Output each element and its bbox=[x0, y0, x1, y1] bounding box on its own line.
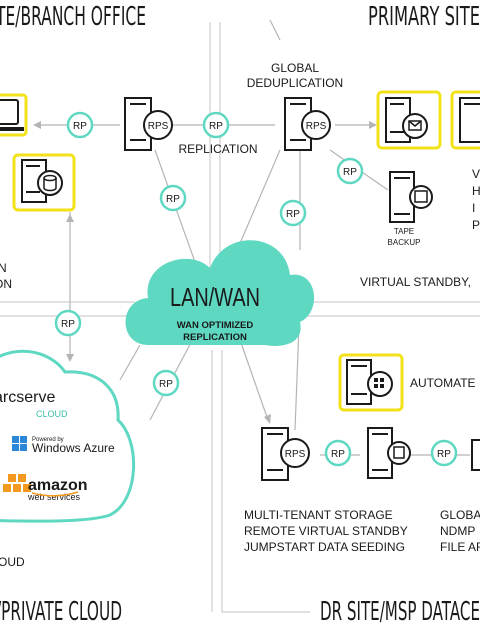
svg-text:RP: RP bbox=[61, 319, 75, 330]
aws-label: web services bbox=[27, 492, 81, 502]
windows-azure-label: Windows Azure bbox=[32, 441, 115, 455]
windows-azure-logo bbox=[12, 436, 27, 451]
lan-wan-title: LAN/WAN bbox=[170, 282, 260, 312]
private-cloud bbox=[0, 349, 135, 523]
global-dedup-label-2: DEDUPLICATION bbox=[247, 76, 343, 90]
database-server-icon bbox=[12, 153, 76, 212]
rps-label-branch: RPS bbox=[148, 121, 169, 132]
branch-side-label-2: ON bbox=[0, 277, 12, 291]
automate-server-icon bbox=[338, 353, 404, 412]
wan-optimized-label: WAN OPTIMIZED bbox=[177, 320, 254, 331]
tape-label-1: TAPE bbox=[394, 227, 414, 236]
azure-powered-by: Powered by bbox=[32, 437, 64, 443]
tape-label-2: BACKUP bbox=[388, 238, 421, 247]
cloud-bottom-label: OUD bbox=[0, 555, 25, 569]
rp-badge-replication: RP bbox=[202, 111, 230, 139]
arrowheads bbox=[33, 121, 377, 424]
arcserve-cloud-label: CLOUD bbox=[36, 409, 68, 419]
branch-side-label-1: N bbox=[0, 261, 7, 275]
svg-text:RP: RP bbox=[166, 194, 180, 205]
amazon-smile bbox=[31, 491, 79, 497]
amazon-logo: amazon bbox=[28, 477, 88, 494]
connector-lines bbox=[35, 19, 470, 456]
mail-server-icon bbox=[376, 90, 442, 150]
laptop-icon bbox=[0, 93, 28, 137]
dr-feature-2: REMOTE VIRTUAL STANDBY bbox=[244, 524, 408, 538]
virtual-standby-label: VIRTUAL STANDBY, bbox=[360, 275, 471, 289]
rps-server-primary: RPS bbox=[284, 97, 331, 151]
region-title-private-cloud: /PRIVATE CLOUD bbox=[0, 597, 122, 627]
replication-label: REPLICATION bbox=[178, 142, 257, 156]
svg-text:RP: RP bbox=[343, 167, 357, 178]
primary-side-letter-1: V bbox=[472, 167, 480, 181]
dr-feature-1: MULTI-TENANT STORAGE bbox=[244, 508, 393, 522]
aws-cubes-icon bbox=[3, 474, 31, 492]
svg-text:RP: RP bbox=[437, 449, 451, 460]
rp-badge-primary-cloud: RP bbox=[279, 199, 307, 227]
region-title-dr-site: DR SITE/MSP DATACE bbox=[320, 597, 480, 627]
rps-server-branch: RPS bbox=[124, 97, 173, 151]
dr-right-feature-3: FILE AR bbox=[440, 540, 480, 554]
region-title-primary: PRIMARY SITE bbox=[368, 2, 480, 32]
svg-text:RP: RP bbox=[73, 121, 87, 132]
svg-text:RP: RP bbox=[159, 379, 173, 390]
automate-label: AUTOMATE bbox=[410, 376, 476, 390]
dr-partial-server-icon bbox=[471, 439, 480, 471]
vm-server-icon bbox=[450, 90, 480, 150]
primary-side-letter-3: I bbox=[472, 201, 475, 215]
rp-badge-dr-mid: RP bbox=[324, 439, 352, 467]
rps-label-dr: RPS bbox=[285, 449, 306, 460]
primary-side-letter-2: H bbox=[472, 184, 480, 198]
rp-badge-private-cloud: RP bbox=[152, 369, 180, 397]
rp-badge-branch-left: RP bbox=[66, 111, 94, 139]
dr-feature-3: JUMPSTART DATA SEEDING bbox=[244, 540, 405, 554]
rp-badge-dr-right: RP bbox=[430, 439, 458, 467]
svg-text:RP: RP bbox=[209, 121, 223, 132]
tape-backup-icon bbox=[389, 171, 433, 223]
region-title-branch: TE/BRANCH OFFICE bbox=[0, 2, 146, 32]
rps-server-dr: RPS bbox=[261, 427, 310, 481]
rp-badge-tape: RP bbox=[336, 157, 364, 185]
primary-side-letter-4: P bbox=[472, 218, 480, 232]
arcserve-logo: arcserve bbox=[0, 389, 55, 406]
dr-right-feature-2: NDMP bbox=[440, 524, 475, 538]
global-dedup-label-1: GLOBAL bbox=[271, 61, 319, 75]
lan-wan-cloud: LAN/WAN WAN OPTIMIZED REPLICATION bbox=[125, 240, 315, 346]
svg-text:RP: RP bbox=[286, 209, 300, 220]
dr-storage-server-icon bbox=[367, 427, 411, 479]
replication-sub-label: REPLICATION bbox=[183, 332, 247, 343]
dr-right-feature-1: GLOBA bbox=[440, 508, 480, 522]
svg-text:RP: RP bbox=[331, 449, 345, 460]
rp-badge-branch-cloud: RP bbox=[159, 184, 187, 212]
rps-label-primary: RPS bbox=[306, 121, 327, 132]
rp-badge-left-vertical: RP bbox=[54, 309, 82, 337]
